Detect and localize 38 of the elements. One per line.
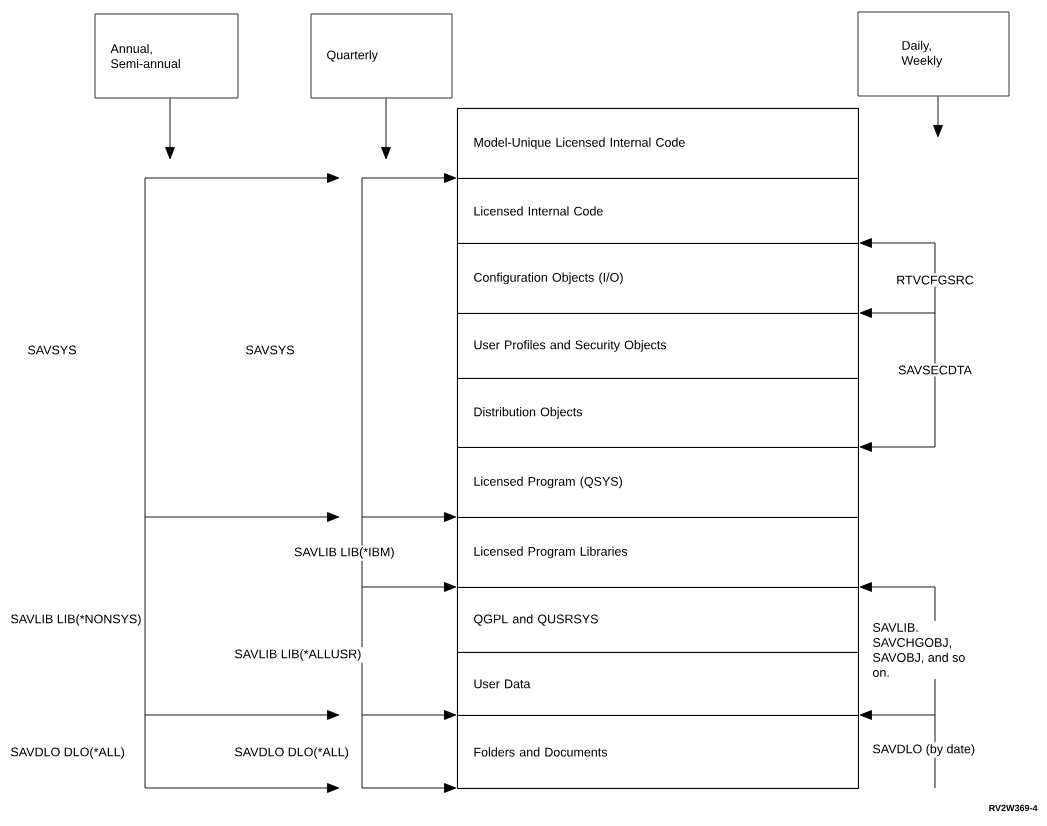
stack-row: QGPL and QUSRSYS (457, 587, 859, 653)
command-label: SAVSYS (25, 343, 79, 357)
command-label: SAVLIB LIB(*IBM) (292, 545, 397, 561)
arrow (859, 582, 936, 592)
arrow (361, 512, 457, 522)
stack-row: User Profiles and Security Objects (457, 313, 859, 379)
frequency-box: Annual, Semi-annual (94, 13, 239, 99)
command-label: SAVLIB LIB(*NONSYS) (8, 612, 144, 628)
command-label: SAVDLO DLO(*ALL) (8, 745, 127, 761)
stack-row: Distribution Objects (457, 378, 859, 448)
stack-row: Folders and Documents (457, 715, 859, 789)
command-label: RTVCFGSRC (894, 273, 976, 287)
command-label: SAVSYS (243, 343, 297, 357)
stack-row: Licensed Program Libraries (457, 517, 859, 588)
arrow (859, 710, 936, 720)
stack-row: Licensed Internal Code (457, 178, 859, 244)
arrow (165, 97, 175, 160)
command-label: SAVLIB LIB(*ALLUSR) (232, 647, 364, 663)
arrow (933, 95, 943, 138)
command-label: SAVSECDTA (896, 363, 974, 377)
command-label: SAVLIB. SAVCHGOBJ, SAVOBJ, and so on. (870, 621, 971, 679)
stack-row: Configuration Objects (I/O) (457, 243, 859, 314)
arrow (859, 442, 936, 452)
arrow (859, 238, 936, 248)
frequency-box: Quarterly (310, 13, 453, 99)
arrow (361, 173, 457, 183)
stack-row: Licensed Program (QSYS) (457, 447, 859, 518)
arrow (361, 582, 457, 592)
frequency-box: Daily, Weekly (857, 11, 1010, 97)
stack-row: User Data (457, 652, 859, 716)
arrow (381, 97, 391, 160)
arrow (361, 710, 457, 720)
arrow (361, 783, 457, 793)
command-label: SAVDLO DLO(*ALL) (232, 745, 351, 761)
arrow (859, 308, 936, 318)
figure-id: RV2W369-4 (986, 802, 1040, 814)
command-label: SAVDLO (by date) (870, 742, 978, 758)
stack-row: Model-Unique Licensed Internal Code (457, 108, 859, 179)
